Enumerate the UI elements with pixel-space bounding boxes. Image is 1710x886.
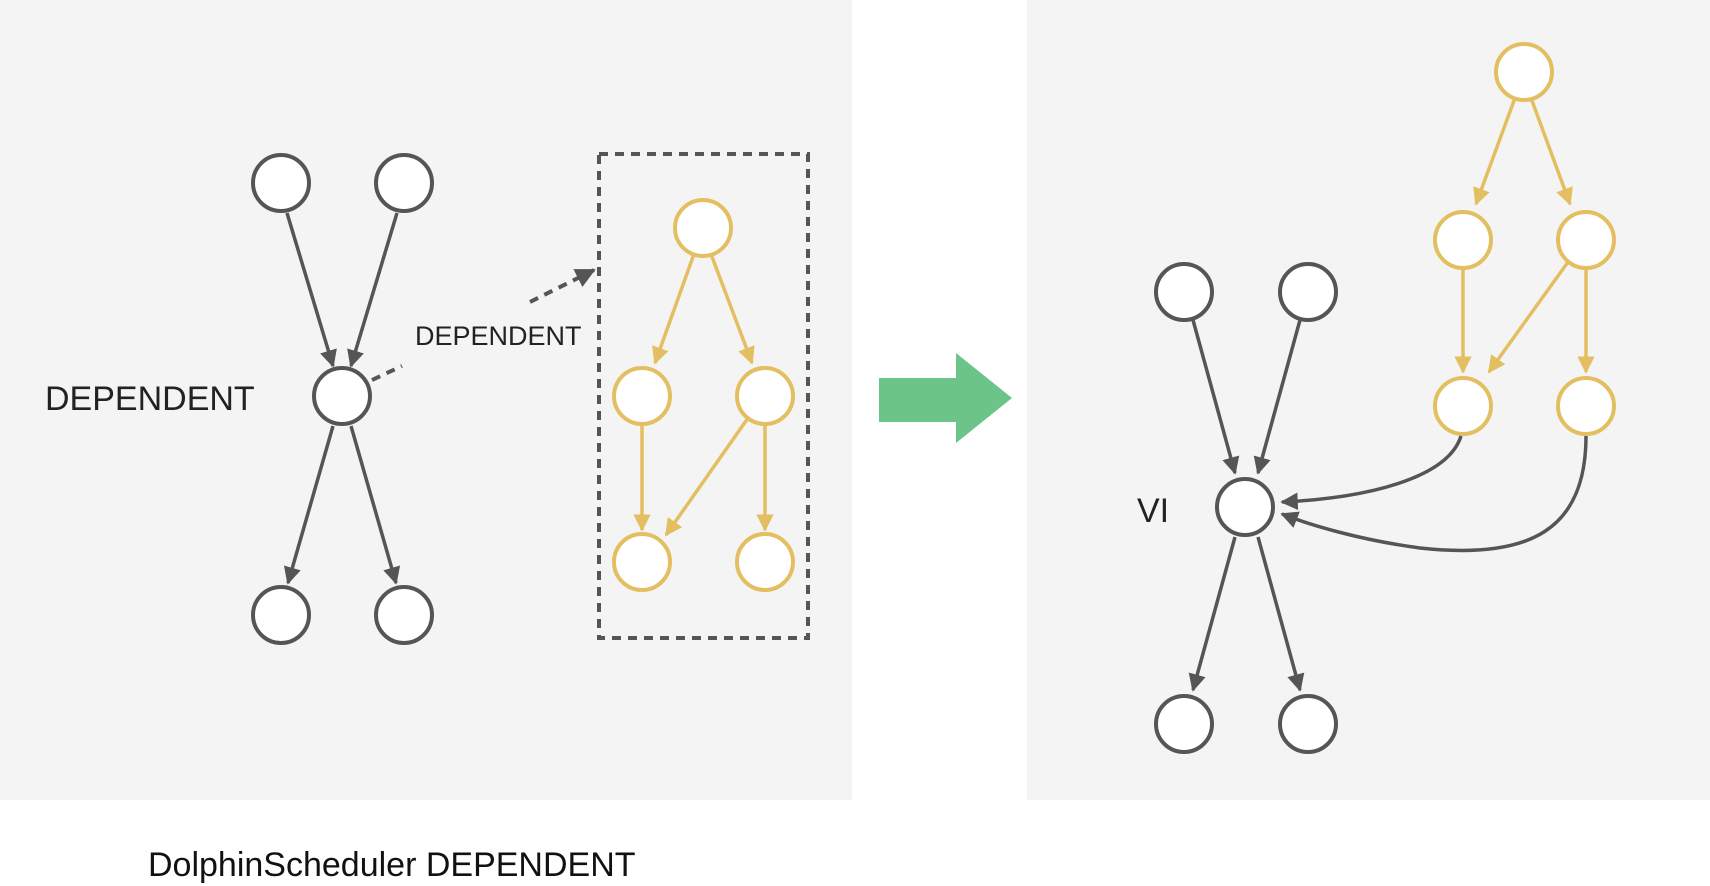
edge-dependent-to-downstream-left — [283, 425, 335, 585]
vi-node-label: VI — [1137, 492, 1169, 530]
edge-upstream-left-to-dependent — [285, 212, 337, 368]
dependency-link-upper — [529, 268, 596, 304]
r-gold-edge-top-to-mid-right — [1529, 97, 1573, 206]
r-upstream-node-right — [1278, 262, 1338, 322]
gold-node-bottom-left — [612, 532, 672, 592]
r-gold-node-top — [1494, 42, 1554, 102]
edge-r-upstream-left-to-vi — [1191, 319, 1240, 475]
dependent-workflow — [612, 198, 795, 592]
gold-edge-mid-right-to-bottom-left — [664, 416, 750, 537]
merged-dependent-workflow — [1433, 42, 1616, 436]
r-upstream-node-left — [1154, 262, 1214, 322]
upstream-node-left — [251, 153, 311, 213]
r-gold-edge-top-to-mid-left — [1473, 97, 1517, 206]
r-gold-node-bottom-right — [1556, 376, 1616, 436]
gold-node-bottom-right — [735, 532, 795, 592]
transform-arrow-icon — [879, 353, 1012, 443]
right-workflow: VI — [1137, 42, 1616, 754]
gold-node-mid-right — [735, 366, 795, 426]
r-gold-edge-mid-right-to-bottom-left — [1487, 260, 1570, 374]
gold-edge-top-to-mid-right — [709, 253, 755, 365]
dependent-node — [312, 366, 372, 426]
edge-dependent-to-downstream-right — [349, 425, 401, 585]
left-caption: DolphinScheduler DEPENDENT — [148, 846, 636, 884]
dependent-workflow-box — [597, 152, 810, 640]
r-gold-node-bottom-left — [1433, 376, 1493, 436]
gold-edge-top-to-mid-left — [652, 253, 696, 365]
edge-gold-bottom-left-to-vi — [1280, 435, 1463, 511]
vi-node — [1215, 477, 1275, 537]
downstream-node-left — [251, 585, 311, 645]
gold-node-top — [673, 198, 733, 258]
edge-upstream-right-to-dependent — [347, 212, 399, 368]
left-panel — [0, 0, 852, 800]
downstream-node-right — [374, 585, 434, 645]
left-workflow: DEPENDENT DEPENDENT — [45, 152, 810, 645]
dependency-link-label: DEPENDENT — [415, 321, 582, 351]
r-gold-node-mid-left — [1433, 210, 1493, 270]
upstream-node-right — [374, 153, 434, 213]
edge-r-vi-to-downstream-left — [1188, 536, 1237, 692]
edge-r-vi-to-downstream-right — [1256, 536, 1305, 692]
r-downstream-node-left — [1154, 694, 1214, 754]
gold-node-mid-left — [612, 366, 672, 426]
r-gold-node-mid-right — [1556, 210, 1616, 270]
dependency-link-lower — [371, 364, 403, 382]
r-downstream-node-right — [1278, 694, 1338, 754]
edge-gold-bottom-right-to-vi — [1280, 435, 1588, 553]
edge-r-upstream-right-to-vi — [1253, 319, 1302, 475]
dependent-node-label: DEPENDENT — [45, 380, 255, 418]
